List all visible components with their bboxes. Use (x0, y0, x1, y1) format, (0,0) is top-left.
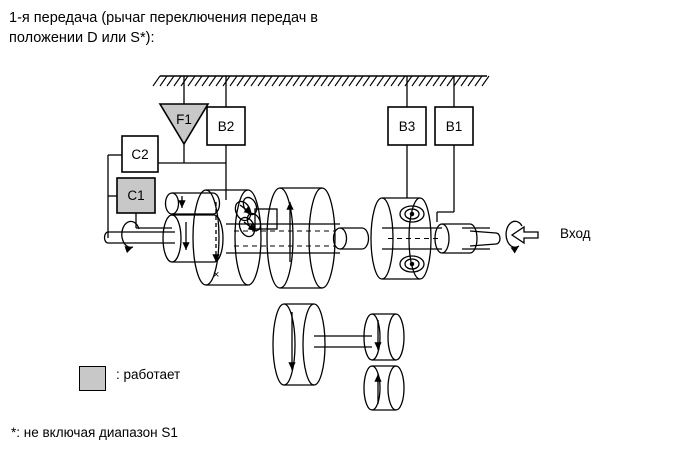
title-line-1: 1-я передача (рычаг переключения передач… (9, 10, 318, 26)
legend-label: : работает (116, 367, 181, 382)
legend-swatch (79, 366, 106, 391)
component-b2 (206, 106, 246, 146)
input-shaft (434, 223, 501, 254)
input-indicator (505, 220, 539, 254)
connector-lines (107, 76, 455, 238)
component-b3 (387, 106, 427, 146)
component-label-b1: B1 (445, 118, 463, 134)
component-b1 (434, 106, 474, 146)
shaft-coupler (332, 227, 370, 250)
title-line-2: положении D или S*): (9, 30, 155, 46)
ground-line (152, 75, 490, 87)
page-title: 1-я передача (рычаг переключения передач… (9, 8, 318, 48)
right-planetary-drum (370, 197, 442, 280)
svg-text:×: × (213, 269, 219, 281)
footnote: *: не включая диапазон S1 (11, 425, 178, 440)
ring-gear-held: × (192, 189, 262, 286)
component-c1 (116, 177, 156, 214)
component-c2 (121, 135, 159, 173)
center-ring-drum (266, 187, 336, 289)
component-label-b3: B3 (398, 118, 416, 134)
component-label-b2: B2 (217, 118, 235, 134)
component-label-c2: C2 (131, 146, 149, 162)
component-bodies (116, 106, 474, 214)
component-label-c1: C1 (127, 188, 145, 203)
input-label: Вход (560, 226, 591, 241)
counter-gear-assembly (272, 303, 405, 411)
drum-clutch-c1 (164, 192, 221, 215)
component-label-f1: F1 (176, 111, 192, 127)
planetary-pinion-left (234, 196, 278, 238)
center-shaft (226, 223, 340, 254)
component-f1[interactable] (158, 103, 210, 146)
